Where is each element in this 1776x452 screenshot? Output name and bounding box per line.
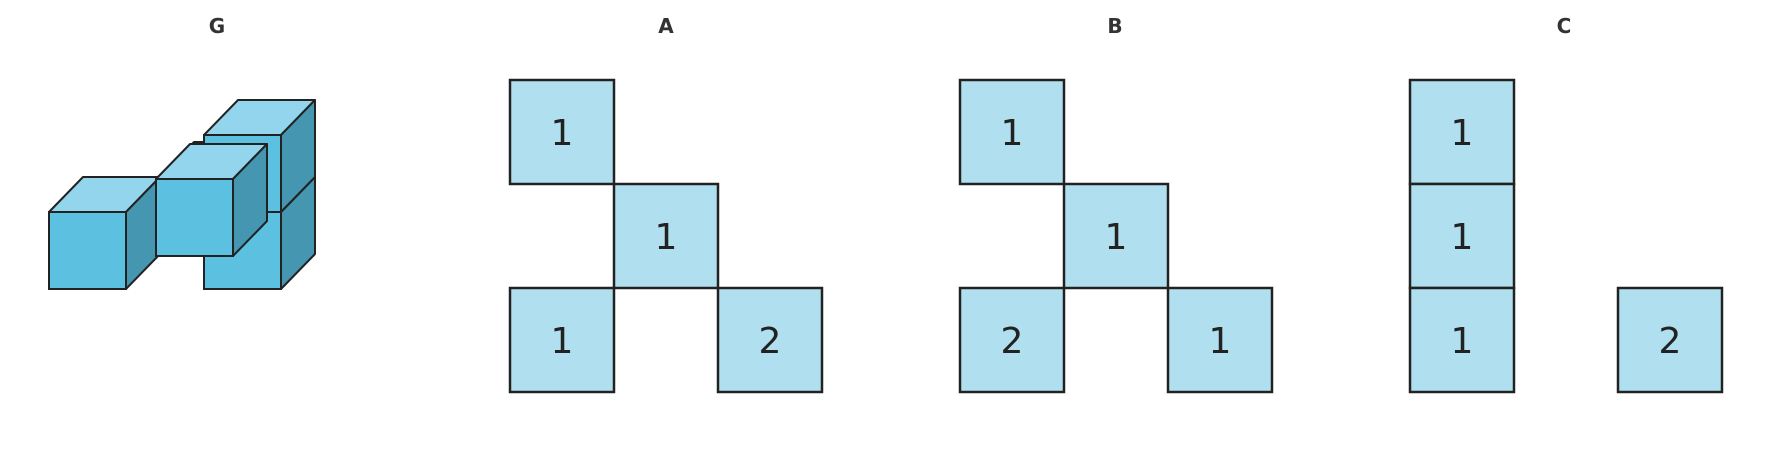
grid-cell-count: 1 [1451, 217, 1474, 258]
grid-cell-count: 1 [1001, 113, 1024, 154]
top-view-grid-c: 1 1 1 2 [1408, 78, 1724, 394]
grid-cell-square [612, 182, 720, 290]
unit-cube [48, 176, 161, 290]
grid-cell-count: 1 [1451, 113, 1474, 154]
grid-cell: 1 [508, 286, 616, 394]
grid-cell-square [508, 286, 616, 394]
grid-cell: 1 [1408, 78, 1516, 186]
grid-cell: 1 [958, 78, 1066, 186]
grid-cell: 1 [1408, 182, 1516, 290]
grid-cell-count: 2 [1659, 321, 1682, 362]
grid-cell-count: 2 [759, 321, 782, 362]
grid-cell-square [1166, 286, 1274, 394]
grid-cell-square [1408, 286, 1516, 394]
top-view-grid-b: 1 1 2 1 [958, 78, 1274, 394]
panel-label-b: B [1107, 14, 1122, 38]
cube-front-face [48, 211, 127, 290]
grid-cell-count: 1 [551, 113, 574, 154]
panel-a: A 1 1 1 2 [508, 14, 824, 394]
grid-cell-square [958, 78, 1066, 186]
grid-cell: 2 [958, 286, 1066, 394]
grid-cell: 1 [508, 78, 616, 186]
grid-cell: 1 [1166, 286, 1274, 394]
panel-g: G [48, 14, 316, 290]
grid-cell-count: 1 [1209, 321, 1232, 362]
unit-cube [155, 143, 268, 257]
grid-cell: 1 [1408, 286, 1516, 394]
grid-cell-square [1408, 78, 1516, 186]
grid-cell-count: 1 [1451, 321, 1474, 362]
grid-cell-square [958, 286, 1066, 394]
top-view-grid-a: 1 1 1 2 [508, 78, 824, 394]
panel-label-a: A [658, 14, 674, 38]
grid-cell: 2 [716, 286, 824, 394]
grid-cell: 2 [1616, 286, 1724, 394]
panel-label-g: G [209, 14, 225, 38]
grid-cell-square [716, 286, 824, 394]
grid-cell: 1 [612, 182, 720, 290]
grid-cell: 1 [1062, 182, 1170, 290]
grid-cell-square [508, 78, 616, 186]
cube-stack [48, 99, 316, 290]
grid-cell-square [1408, 182, 1516, 290]
panel-c: C 1 1 1 2 [1408, 14, 1724, 394]
cube-front-face [155, 178, 234, 257]
grid-cell-square [1616, 286, 1724, 394]
panel-label-c: C [1557, 14, 1572, 38]
panel-b: B 1 1 2 1 [958, 14, 1274, 394]
grid-cell-count: 1 [1105, 217, 1128, 258]
grid-cell-count: 1 [551, 321, 574, 362]
grid-cell-square [1062, 182, 1170, 290]
grid-cell-count: 2 [1001, 321, 1024, 362]
grid-cell-count: 1 [655, 217, 678, 258]
